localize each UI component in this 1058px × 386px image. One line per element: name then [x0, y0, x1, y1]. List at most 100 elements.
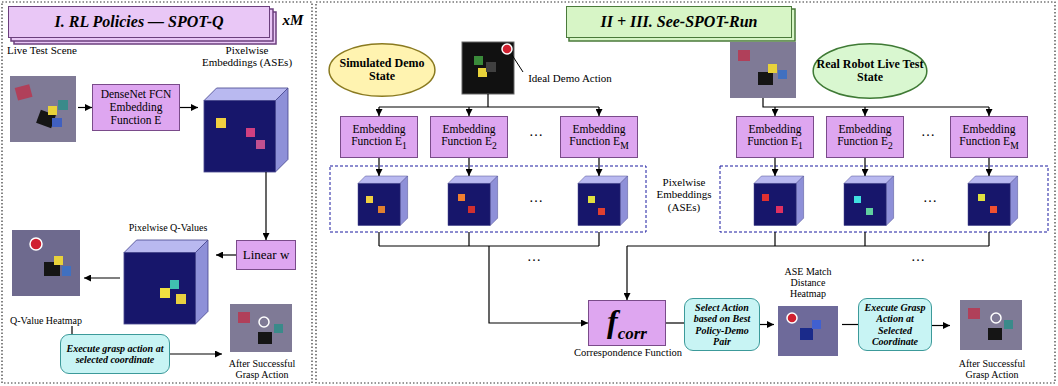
embedding-cube [448, 176, 498, 226]
photo [960, 300, 1022, 350]
function-name: f [607, 303, 618, 339]
embedding-cube [754, 176, 804, 226]
result-node: After Successful Grasp Action [222, 304, 302, 380]
box-text: Linear w [243, 248, 290, 263]
block [258, 332, 272, 344]
box-text: Embedding Function E [959, 123, 1015, 148]
blob [866, 208, 873, 215]
blob [468, 206, 475, 213]
ellipsis: … [900, 249, 936, 265]
block [738, 50, 750, 61]
photo [12, 230, 80, 296]
ellipse-text: Real Robot Live Test State [816, 58, 924, 85]
block [478, 68, 487, 77]
blob [588, 196, 595, 203]
box-line: Embedding Function EM [565, 123, 633, 152]
block [58, 100, 68, 110]
embedding-cube [844, 176, 894, 226]
ellipsis: … [518, 124, 554, 140]
scene-image [10, 76, 76, 142]
embedding-node: Pixelwise Embeddings (ASEs) [198, 44, 296, 172]
subscript: 1 [402, 140, 407, 151]
box-text: Execute grasp action at selected coordin… [65, 343, 165, 365]
wire [598, 158, 599, 176]
caption: After Successful Grasp Action [950, 358, 1034, 380]
subscript: 2 [492, 140, 497, 151]
subscript: corr [618, 324, 647, 343]
photo [10, 76, 76, 142]
blob [160, 288, 170, 298]
block [274, 324, 283, 333]
wire [774, 158, 775, 176]
process-box: Linear w [236, 240, 296, 270]
wire [864, 107, 865, 116]
block [48, 106, 57, 115]
multiplier-label: xM [278, 12, 308, 29]
wire [598, 107, 599, 116]
connector [71, 326, 72, 334]
block [62, 266, 71, 276]
box-line: Embedding Function E2 [831, 123, 899, 152]
heatmap-node: ASE Match Distance Heatmap [774, 266, 842, 358]
wire [378, 107, 379, 116]
ellipse-shape [329, 44, 435, 97]
block [52, 118, 62, 127]
function-box: fcorrCorrespondence Function [588, 300, 666, 346]
block [238, 312, 250, 323]
qvalue-node: Pixelwise Q-Values [120, 222, 216, 326]
block [486, 62, 496, 72]
block [800, 328, 813, 340]
block [1004, 320, 1013, 329]
ellipse-shape [813, 44, 927, 99]
blob [176, 294, 186, 304]
process-box: Embedding Function E2 [430, 116, 508, 158]
wire [468, 107, 469, 116]
panel-title: I. RL Policies — SPOT-Q [8, 6, 270, 38]
wire [626, 246, 627, 300]
action-box: Select Action based on Best Policy-Demo … [684, 298, 760, 351]
process-box: Embedding Function EM [950, 116, 1028, 158]
panel-border [2, 2, 312, 383]
caption: ASE Match Distance Heatmap [774, 266, 842, 300]
embedding-cube [204, 88, 288, 172]
embedding-cube [578, 176, 628, 226]
panel-border [316, 2, 1055, 383]
block [758, 72, 773, 85]
block [988, 328, 1002, 340]
ellipsis: … [516, 249, 552, 265]
group-outline [720, 166, 1048, 232]
embedding-cube [358, 176, 408, 226]
blob [598, 208, 605, 215]
block [778, 70, 787, 79]
wire [763, 98, 989, 107]
subscript: M [1010, 140, 1019, 151]
box-text: DenseNet FCN Embedding Function E [97, 88, 175, 127]
ellipse-text: Simulated Demo State [332, 57, 432, 84]
connector [265, 172, 266, 240]
grasp-point [502, 44, 512, 54]
connector [760, 324, 774, 325]
real-image [730, 42, 796, 98]
wire [379, 232, 599, 246]
heatmap-node: Q-Value Heatmap [8, 230, 84, 326]
wire [627, 232, 989, 246]
grasp-mark [991, 313, 1001, 323]
group-label: Pixelwise Embeddings (ASEs) [650, 176, 718, 213]
block [15, 84, 33, 100]
wire [468, 158, 469, 176]
connector [842, 324, 858, 325]
blob [170, 280, 179, 289]
blob [378, 206, 385, 213]
caption: Pixelwise Embeddings (ASEs) [198, 44, 296, 69]
blob [978, 194, 985, 201]
blob [776, 206, 783, 213]
caption-text: Q-Value Heatmap [8, 315, 84, 326]
block [474, 56, 483, 65]
blob [990, 206, 997, 213]
blob [854, 196, 861, 203]
ellipsis: … [518, 190, 554, 206]
photo [778, 306, 838, 356]
block [968, 308, 980, 319]
block [54, 256, 63, 265]
